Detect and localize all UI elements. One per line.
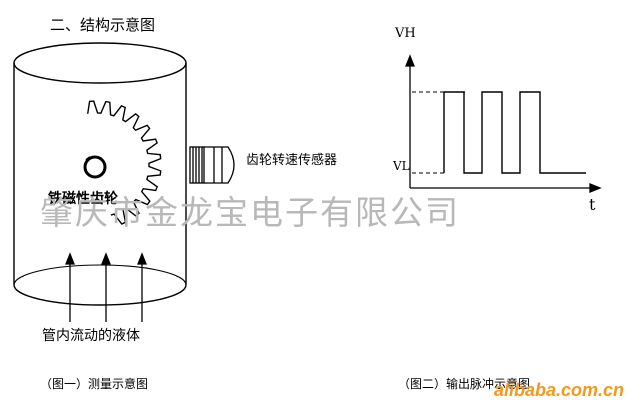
sensor-label: 齿轮转速传感器 (246, 152, 337, 168)
sensor-head (189, 146, 205, 184)
flow-arrows (65, 252, 147, 322)
y-axis-arrow (405, 54, 415, 67)
company-watermark: 肇庆市金龙宝电子有限公司 (40, 193, 460, 232)
ferromagnetic-gear (83, 100, 162, 225)
hub-arrow-icon (85, 156, 91, 161)
gear-hub (83, 155, 107, 179)
fluid-label: 管内流动的液体 (42, 328, 140, 344)
vh-text: VH (394, 26, 416, 41)
sensor-body (204, 146, 235, 184)
t-axis-label: t (589, 195, 596, 214)
fig2-caption: （图二）输出脉冲示意图 (398, 376, 530, 391)
pipe-bottom-front (13, 284, 187, 306)
speed-sensor (189, 146, 235, 184)
pipe (13, 42, 187, 306)
vh-label: VH (394, 26, 416, 41)
section-title: 二、结构示意图 (50, 16, 155, 34)
pipe-top-ellipse (13, 42, 187, 84)
fig1-caption: （图一）测量示意图 (40, 376, 148, 391)
pipe-bottom-back (13, 264, 187, 286)
x-axis-arrow (589, 183, 602, 193)
vl-text: VL (392, 159, 410, 173)
gear-label: 铁磁性齿轮 (48, 190, 118, 207)
level-dashes (412, 91, 468, 174)
vl-label: VL (392, 159, 410, 173)
pulse-waveform (443, 91, 586, 174)
gear-outline (87, 100, 162, 225)
site-watermark: alibaba.com.cn (494, 380, 624, 400)
waveform-axes (405, 54, 602, 193)
